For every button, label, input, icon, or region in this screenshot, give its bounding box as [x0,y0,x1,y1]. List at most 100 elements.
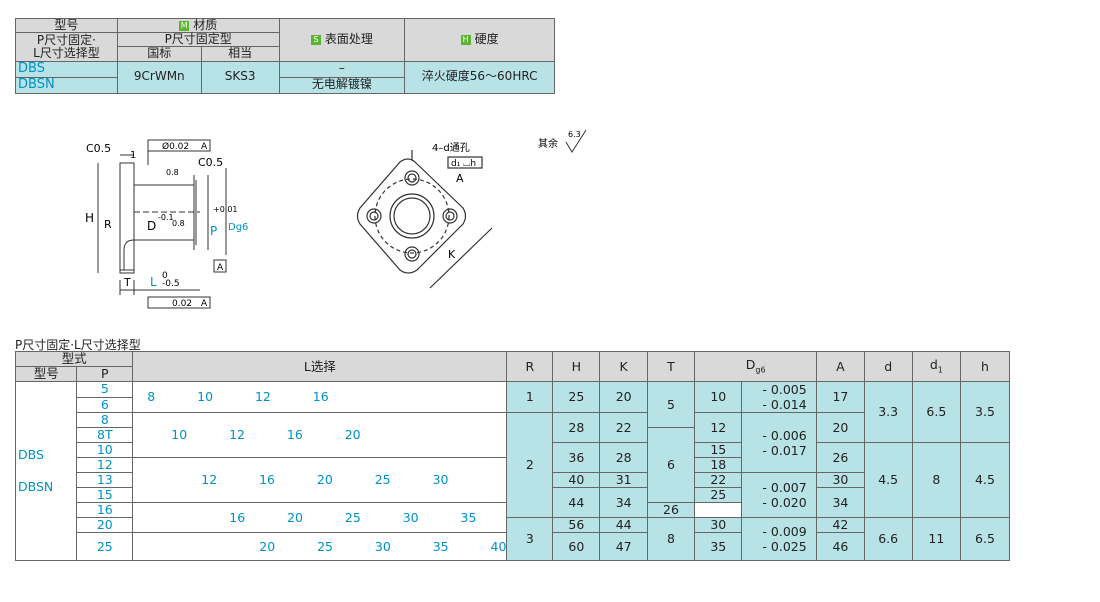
p-cell: 13 [76,472,134,488]
others-note: 其余 [538,137,558,150]
dim-d: D [147,219,156,233]
dg6-cell: 26 [646,502,696,518]
dg6-cell: 22 [694,472,743,488]
dim-dg6: Dg6 [228,222,248,233]
model-dbsn: DBSN [18,479,54,494]
dim-r: R [104,218,112,231]
material-equiv: SKS3 [200,60,280,94]
t-cell: 8 [646,517,696,561]
dim-l: L [150,275,157,289]
k-cell: 34 [599,487,648,518]
dg6-tol-lower: - 0.020 [762,495,807,510]
h-cell: 36 [552,442,601,473]
concentricity: Ø0.02 [162,141,189,152]
t-cell: 5 [646,381,696,428]
header-model: 型号 [15,17,118,34]
model-dbs: DBS [15,60,118,78]
h-cell: 44 [552,487,601,518]
header-gb: 国标 [116,46,202,62]
a-cell: 17 [816,381,865,413]
a-cell: 30 [816,472,865,488]
header-model: 型号 [14,366,78,382]
dg6-tol-upper: - 0.005 [762,382,807,397]
r-cell: 2 [506,412,554,518]
header-p-fixed-type: P尺寸固定型 [116,32,280,48]
header-dg6: Dg6 [694,351,818,382]
l-select-row: 12 16 20 25 30 [132,457,508,503]
dim-k: K [448,248,456,261]
datum-a: A [217,263,224,273]
hardness-badge: H [460,35,471,46]
r-cell: 3 [506,517,554,561]
dg6-tol: - 0.009- 0.025 [741,517,818,561]
hh-cell: 4.5 [959,442,1011,518]
header-hh: h [959,351,1011,382]
dg6-cell: 12 [694,412,743,443]
surface-badge: S [310,35,321,46]
h-cell: 25 [552,381,601,413]
header-dg6-sub: g6 [755,365,766,375]
perpendicularity: 0.02 [172,299,192,309]
dg6-tol-upper: - 0.007 [762,480,807,495]
dg6-cell: 10 [694,381,743,413]
material-gb: 9CrWMn [116,60,202,94]
datum-a-ref2: A [201,299,208,309]
dim-p: P [210,224,217,238]
t-cell: 6 [646,427,696,503]
k-cell: 28 [599,442,648,473]
header-t: T [646,351,696,382]
header-p: P [76,366,134,382]
technical-drawing: C0.5 C0.5 Ø0.02 A 0.02 A A 0.8 0.8 H R D… [85,129,587,309]
header-d1: d1 [911,351,961,382]
header-l-select: L选择 [132,351,508,382]
dg6-cell: 25 [694,487,743,503]
d1-cell: 11 [911,517,961,561]
p-cell: 16 [76,502,134,518]
header-r: R [506,351,554,382]
a-cell: 42 [816,517,865,533]
r-cell: 1 [506,381,554,413]
a-cell: 34 [816,487,865,518]
datum-a-ref: A [201,142,208,152]
section-title: P尺寸固定·L尺寸选择型 [15,338,141,352]
header-p-fixed: P尺寸固定· [36,32,96,47]
dg6-tol-upper: - 0.009 [762,524,807,539]
material-badge: M [179,21,190,31]
roughness-2: 0.8 [172,219,185,228]
a-cell: 20 [816,412,865,443]
k-cell: 20 [599,381,648,413]
header-a: A [816,351,865,382]
l-select-row: 10 12 16 20 [132,412,508,458]
dg6-cell: 30 [694,517,743,533]
hardness-value: 淬火硬度56～60HRC [404,60,555,94]
p-cell: 20 [76,517,134,533]
dg6-tol-lower: - 0.025 [762,539,807,554]
d-cell: 6.6 [863,517,913,561]
dg6-tol-lower: - 0.017 [762,442,807,458]
header-p-fixed-l-select: P尺寸固定·L尺寸选择型 [15,32,118,62]
dg6-tol-lower: - 0.014 [762,397,807,412]
others-roughness: 6.3 [568,130,581,139]
counterbore-note: d₁ ⌴h [451,159,476,169]
p-cell: 10 [76,442,134,458]
dim-1: 1 [130,150,136,161]
dg6-tol: - 0.007- 0.020 [741,472,818,518]
header-h: H [552,351,601,382]
dg6-cell: 18 [694,457,743,473]
header-l-select: L尺寸选择型 [33,45,100,60]
dim-l-zero: 0 [162,271,168,281]
header-equiv: 相当 [200,46,280,62]
d-cell: 3.3 [863,381,913,443]
p-cell: 12 [76,457,134,473]
hh-cell: 6.5 [959,517,1011,561]
l-select-row: 16 20 25 30 35 [132,502,508,533]
dim-d-tol: -0.1 [158,213,174,222]
p-cell: 5 [76,381,134,398]
header-surface-label: 表面处理 [324,32,373,47]
l-select-row: 8 10 12 16 [132,381,508,413]
header-d: d [863,351,913,382]
roughness-1: 0.8 [166,168,179,177]
